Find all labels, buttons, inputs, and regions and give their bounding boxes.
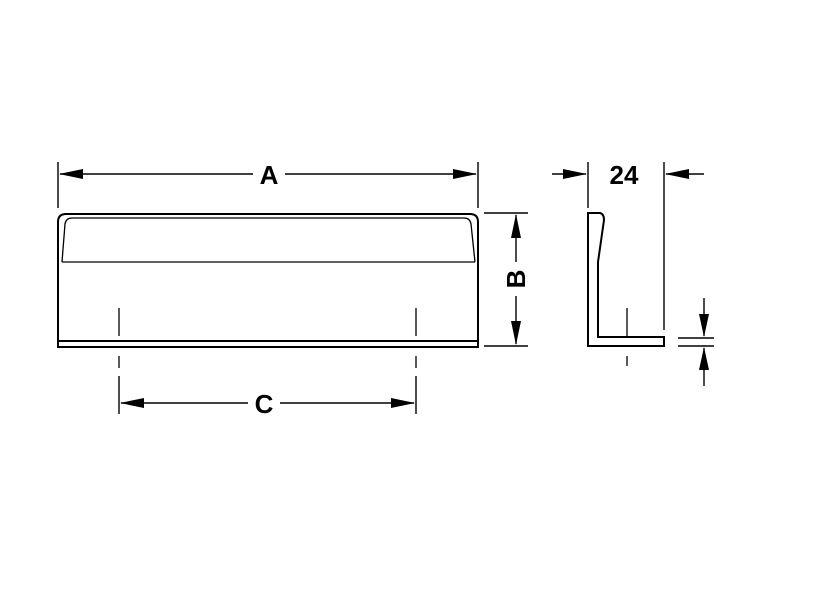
front-outline [57, 213, 479, 342]
dim-c-arrow-right [391, 398, 415, 408]
dim-depth-label: 24 [610, 160, 639, 190]
dim-b-arrow-top [511, 214, 521, 238]
side-view [587, 212, 665, 366]
dim-thickness-arrow-bottom [699, 347, 709, 370]
front-view [57, 213, 479, 368]
front-inner-lip [61, 217, 476, 263]
dim-a-arrow-right [453, 169, 477, 179]
dimension-depth: 24 [552, 160, 704, 330]
dimension-b: B [484, 212, 531, 347]
dimension-thickness [678, 298, 714, 386]
front-base-flange [57, 340, 479, 348]
dim-depth-arrow-left [563, 169, 587, 179]
dim-b-label: B [501, 270, 531, 289]
dim-depth-arrow-right [665, 169, 689, 179]
dimension-c: C [118, 376, 417, 419]
dim-b-arrow-bottom [511, 321, 521, 345]
dim-c-arrow-left [120, 398, 144, 408]
dim-thickness-arrow-top [699, 314, 709, 337]
dim-c-label: C [255, 389, 274, 419]
dim-a-arrow-left [59, 169, 83, 179]
dim-a-label: A [260, 160, 279, 190]
dimension-a: A [57, 160, 479, 208]
side-profile-outline [587, 212, 665, 347]
